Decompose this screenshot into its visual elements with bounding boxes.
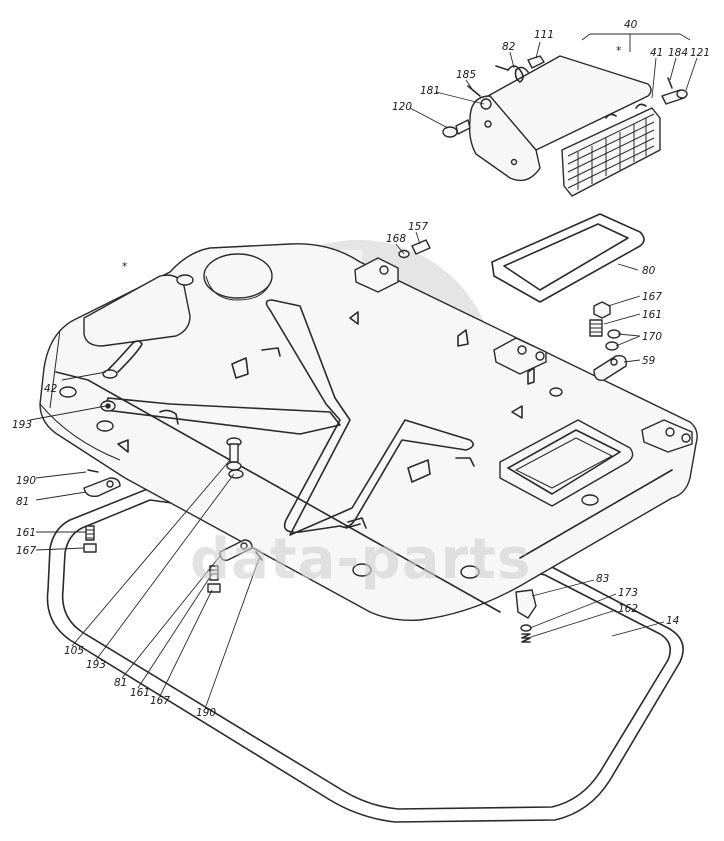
callout-81-bottom: 81 <box>114 677 127 689</box>
hatch-seal-80 <box>491 213 645 303</box>
callout-81-left: 81 <box>16 496 29 508</box>
callout-14: 14 <box>666 615 679 627</box>
callout-120: 120 <box>392 101 412 113</box>
callout-190-bottom: 190 <box>196 707 216 719</box>
frame-gasket-inner <box>61 494 671 810</box>
hinge-brackets <box>354 257 693 453</box>
lock-arm-81-left <box>83 469 121 498</box>
roof-dome <box>203 253 273 299</box>
callout-111: 111 <box>534 29 554 41</box>
frame-gasket-outline <box>46 481 684 823</box>
callout-185: 185 <box>456 69 476 81</box>
callout-193-left: 193 <box>12 419 32 431</box>
callout-161-bottom: 161 <box>130 687 150 699</box>
panel-clips <box>117 311 535 529</box>
roof-pad-left <box>83 274 191 347</box>
watermark-text: data-parts <box>190 527 531 592</box>
callout-80: 80 <box>642 265 656 277</box>
callout-190-left: 190 <box>16 475 36 487</box>
roof-hatch-opening <box>499 419 634 507</box>
callout-167-right: 167 <box>642 291 662 303</box>
roof-panel-lip <box>55 371 673 613</box>
roof-panel-edge <box>39 329 121 461</box>
lock-arm-81-center <box>207 539 263 593</box>
callout-162: 162 <box>618 603 638 615</box>
callout-193-bottom: 193 <box>86 659 106 671</box>
callout-167-left: 167 <box>16 545 36 557</box>
callout-105: 105 <box>64 645 84 657</box>
leader-lines <box>29 33 698 707</box>
callout-173: 173 <box>618 587 638 599</box>
callout-83: 83 <box>596 573 609 585</box>
callout-star-panel: * <box>122 261 127 273</box>
vent-hatch-40 <box>442 55 688 197</box>
callout-star-top: * <box>616 45 621 57</box>
callout-167-bottom: 167 <box>150 695 170 707</box>
center-stud-105 <box>226 437 244 479</box>
callout-161-left: 161 <box>16 527 36 539</box>
callout-82: 82 <box>502 41 516 53</box>
callout-161-right: 161 <box>642 309 662 321</box>
callout-181: 181 <box>420 85 440 97</box>
callout-labels: 40 41 184 121 111 82 185 181 120 * 168 1… <box>12 19 710 719</box>
hinge-fittings-right <box>589 301 627 381</box>
callout-59: 59 <box>642 355 656 367</box>
bolt-nut-left <box>83 525 97 553</box>
callout-170: 170 <box>642 331 662 343</box>
callout-42: 42 <box>44 383 58 395</box>
callout-168: 168 <box>386 233 406 245</box>
latch-83-assembly <box>515 589 537 643</box>
callout-40: 40 <box>624 19 638 31</box>
callout-157: 157 <box>408 221 428 233</box>
callout-41: 41 <box>650 47 663 59</box>
callout-121: 121 <box>690 47 710 59</box>
handle-42-assembly <box>100 340 143 412</box>
panel-grommets <box>59 274 599 579</box>
callout-184: 184 <box>668 47 688 59</box>
